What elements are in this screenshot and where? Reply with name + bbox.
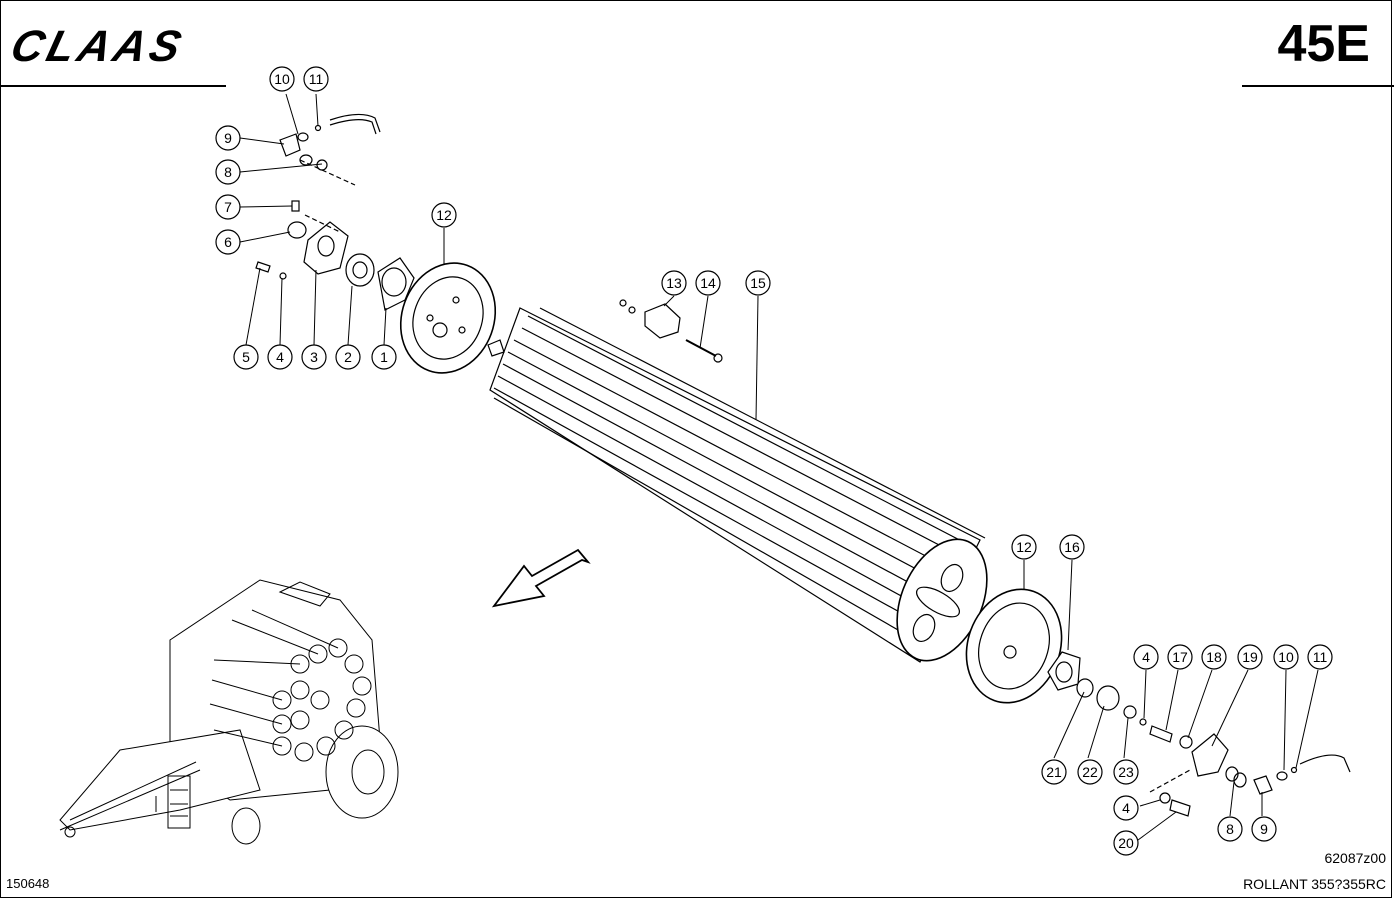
callout-22: 22 <box>1077 759 1103 785</box>
callout-23: 23 <box>1113 759 1139 785</box>
svg-text:10: 10 <box>1278 649 1294 665</box>
svg-text:21: 21 <box>1046 764 1062 780</box>
callout-12-left: 12 <box>431 202 457 228</box>
leader-lines <box>239 93 1319 841</box>
svg-text:4: 4 <box>1142 649 1150 665</box>
callout-18: 18 <box>1201 644 1227 670</box>
callout-11-right: 11 <box>1307 644 1333 670</box>
callout-14: 14 <box>695 270 721 296</box>
callout-19: 19 <box>1237 644 1263 670</box>
svg-text:4: 4 <box>276 349 284 365</box>
svg-text:6: 6 <box>224 234 232 250</box>
svg-text:17: 17 <box>1172 649 1188 665</box>
svg-text:3: 3 <box>310 349 318 365</box>
document-number: 150648 <box>6 876 50 891</box>
callout-2: 2 <box>335 344 361 370</box>
bracket-13 <box>619 299 723 363</box>
model-name: ROLLANT 355?355RC <box>1243 876 1386 892</box>
callout-3: 3 <box>301 344 327 370</box>
small-parts-right <box>1076 678 1351 817</box>
callout-7: 7 <box>215 194 241 220</box>
callout-17: 17 <box>1167 644 1193 670</box>
callout-4-left: 4 <box>267 344 293 370</box>
svg-text:14: 14 <box>700 275 716 291</box>
svg-text:9: 9 <box>224 130 232 146</box>
svg-text:15: 15 <box>750 275 766 291</box>
bearing-2 <box>345 253 375 287</box>
svg-text:9: 9 <box>1260 821 1268 837</box>
svg-text:1: 1 <box>380 349 388 365</box>
callout-21: 21 <box>1041 759 1067 785</box>
callout-11-left: 11 <box>303 66 329 92</box>
page-number: 45E <box>1277 15 1370 73</box>
pulley-left <box>399 262 497 374</box>
svg-text:11: 11 <box>1313 649 1328 665</box>
callout-16: 16 <box>1059 534 1085 560</box>
svg-text:11: 11 <box>309 71 324 87</box>
svg-text:7: 7 <box>224 199 232 215</box>
svg-text:8: 8 <box>224 164 232 180</box>
svg-text:5: 5 <box>242 349 250 365</box>
small-parts-left <box>255 113 381 280</box>
callout-12-right: 12 <box>1011 534 1037 560</box>
svg-text:10: 10 <box>274 71 290 87</box>
svg-text:16: 16 <box>1064 539 1080 555</box>
callout-9-left: 9 <box>215 125 241 151</box>
bearing-flange-1 <box>377 257 415 311</box>
svg-text:23: 23 <box>1118 764 1134 780</box>
callout-4-right-bottom: 4 <box>1113 795 1139 821</box>
direction-arrow <box>491 548 591 608</box>
callout-5: 5 <box>233 344 259 370</box>
roller-drum <box>487 307 988 663</box>
callout-20: 20 <box>1113 830 1139 856</box>
callout-8-right: 8 <box>1217 816 1243 842</box>
callout-10-right: 10 <box>1273 644 1299 670</box>
callout-8-left: 8 <box>215 159 241 185</box>
svg-text:8: 8 <box>1226 821 1234 837</box>
plate-3 <box>303 221 349 275</box>
callout-6: 6 <box>215 229 241 255</box>
callout-1: 1 <box>371 344 397 370</box>
flange-16 <box>1047 651 1081 691</box>
svg-text:18: 18 <box>1206 649 1222 665</box>
drawing-code: 62087z00 <box>1324 850 1386 866</box>
svg-text:12: 12 <box>436 207 452 223</box>
callout-13: 13 <box>661 270 687 296</box>
svg-text:4: 4 <box>1122 800 1130 816</box>
callout-15: 15 <box>745 270 771 296</box>
svg-text:22: 22 <box>1082 764 1098 780</box>
svg-text:20: 20 <box>1118 835 1134 851</box>
callout-10-left: 10 <box>269 66 295 92</box>
callout-9-right: 9 <box>1251 816 1277 842</box>
callout-4-right-top: 4 <box>1133 644 1159 670</box>
svg-text:2: 2 <box>344 349 352 365</box>
baler-overview-sketch <box>59 579 399 845</box>
svg-text:13: 13 <box>666 275 682 291</box>
svg-text:19: 19 <box>1242 649 1258 665</box>
svg-text:12: 12 <box>1016 539 1032 555</box>
